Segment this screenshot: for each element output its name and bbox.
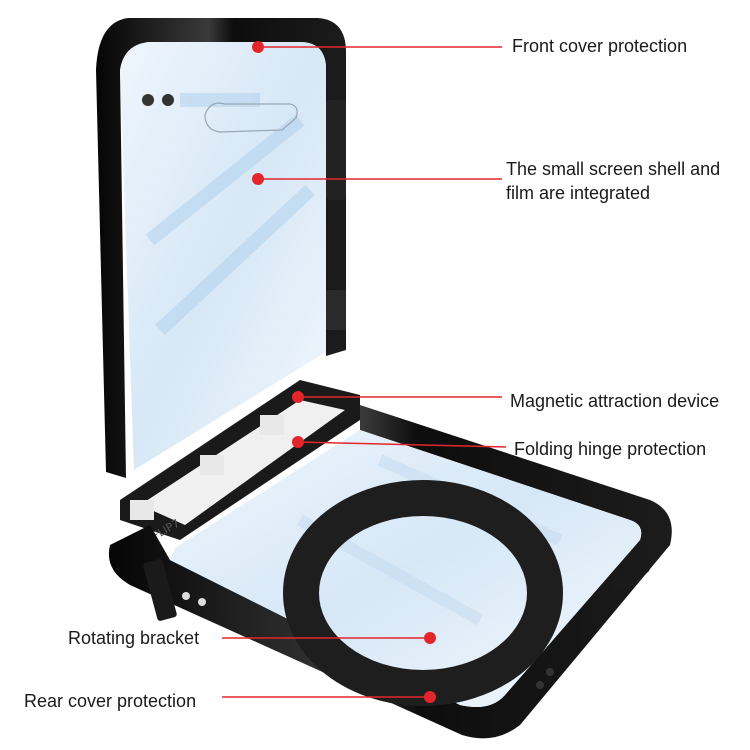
glass-reflection	[145, 93, 315, 336]
front-cover	[96, 18, 346, 478]
label-front-cover: Front cover protection	[512, 36, 688, 56]
label-rear-cover: Rear cover protection	[24, 691, 197, 711]
hinge-inner	[140, 400, 345, 525]
label-rotating-bracket: Rotating bracket	[68, 628, 200, 648]
callout-lines	[222, 41, 507, 703]
side-button-cutout	[326, 100, 346, 200]
bracket-arm	[143, 559, 177, 621]
hinge-slot	[130, 500, 154, 520]
label-magnetic: Magnetic attraction device	[510, 391, 720, 411]
hinge-slot	[200, 455, 224, 475]
rear-cover	[108, 405, 672, 739]
camera-cutout	[204, 102, 298, 133]
screw-icon	[182, 592, 190, 600]
side-port-cutout	[614, 561, 650, 591]
callout-dot-3	[292, 391, 304, 403]
label-hinge: Folding hinge protection	[514, 439, 707, 459]
callout-dot-5	[424, 632, 436, 644]
callout-dot-6	[424, 691, 436, 703]
callout-dot-1	[252, 41, 264, 53]
camera-hole-icon	[142, 94, 154, 106]
callout-dot-4	[292, 436, 304, 448]
screw-icon	[198, 598, 206, 606]
speaker-hole-icon	[546, 668, 554, 676]
camera-hole-icon	[162, 94, 174, 106]
speaker-hole-icon	[536, 681, 544, 689]
label-small-screen: The small screen shell and film are inte…	[506, 159, 721, 203]
hinge-clip	[326, 290, 346, 330]
magnetic-ring	[283, 480, 563, 706]
hinge-slot	[260, 415, 284, 435]
front-cover-frame	[96, 18, 346, 478]
callout-dot-2	[252, 173, 264, 185]
callout-line-4	[297, 441, 507, 448]
